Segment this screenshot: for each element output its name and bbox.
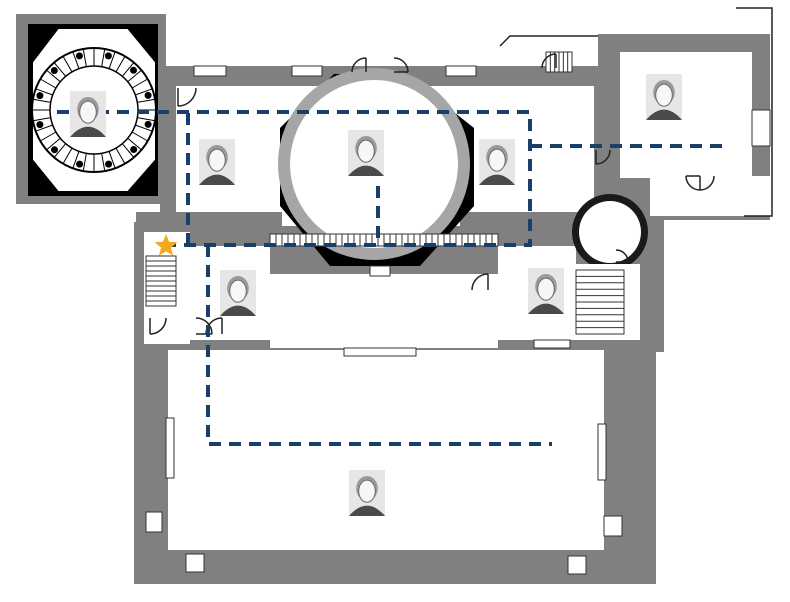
tower-pillar xyxy=(144,120,152,128)
tower-seat-line xyxy=(131,78,148,89)
door-swing-icon xyxy=(149,317,167,335)
tower-seat-line xyxy=(82,153,87,172)
east-wing-strip xyxy=(650,176,770,216)
tower-pillar xyxy=(104,52,112,60)
north-east-steps xyxy=(545,51,573,73)
window-sw-2 xyxy=(185,553,205,573)
tower-pillar xyxy=(76,160,84,168)
tower-seat-line xyxy=(115,147,126,164)
window-east-hall xyxy=(597,423,607,481)
tour-route xyxy=(56,110,730,446)
window-west-hall xyxy=(165,417,175,479)
tower-pillar xyxy=(75,52,83,60)
exhibit-portraits xyxy=(70,74,682,516)
west-staircase xyxy=(145,255,177,307)
tower-seat-line xyxy=(46,137,61,151)
tower-seat-line xyxy=(101,48,106,67)
route-south-branch xyxy=(206,245,552,446)
door-swing-icon xyxy=(393,57,409,73)
tower-pillar xyxy=(130,66,137,74)
window-se-2 xyxy=(567,555,587,575)
window-east-wing xyxy=(751,109,771,147)
portrait-icon[interactable] xyxy=(199,139,235,185)
portrait-icon[interactable] xyxy=(349,470,385,516)
tower-pillar xyxy=(144,91,152,99)
tower-seat-line xyxy=(53,62,67,77)
window-north-2 xyxy=(291,65,323,77)
tower-seat-line xyxy=(62,56,73,73)
tower-seat-line xyxy=(35,88,53,96)
boundary-terrace xyxy=(499,35,598,47)
portrait-icon[interactable] xyxy=(646,74,682,120)
tower-seat-line xyxy=(62,147,73,164)
tower-seat-lines xyxy=(32,48,156,172)
door-swing-icon xyxy=(177,87,197,107)
tower-seat-line xyxy=(101,153,106,172)
window-north-3 xyxy=(445,65,477,77)
window-east-hall-door xyxy=(533,339,571,349)
door-swing-icon xyxy=(615,249,629,263)
tower-seat-line xyxy=(82,48,87,67)
tower-seat-line xyxy=(137,98,156,103)
tower-pillar xyxy=(51,146,58,154)
wall-openings xyxy=(145,65,771,575)
door-swing-icon xyxy=(471,273,489,291)
tower-pillars xyxy=(36,52,152,168)
tower-seat-line xyxy=(35,124,53,132)
door-swing-icon xyxy=(685,175,701,191)
tower-seat-line xyxy=(135,124,153,132)
tower-seat-line xyxy=(40,78,57,89)
doors xyxy=(149,53,715,335)
star-icon[interactable] xyxy=(154,234,178,256)
window-se-1 xyxy=(603,515,623,537)
tower-seat-line xyxy=(135,88,153,96)
tower-seat-line xyxy=(32,117,51,122)
tower-pillar xyxy=(130,146,138,153)
tower-seat-line xyxy=(121,143,135,158)
tower-pillar xyxy=(36,121,44,129)
window-north-1 xyxy=(193,65,227,77)
tower-seat-line xyxy=(72,51,80,69)
route-loop xyxy=(56,110,532,247)
door-swing-icon xyxy=(351,57,367,73)
portrait-icon[interactable] xyxy=(70,91,106,137)
portrait-icon[interactable] xyxy=(528,268,564,314)
portrait-icon[interactable] xyxy=(220,270,256,316)
tower-pillar xyxy=(36,92,44,100)
tower-seat-line xyxy=(115,56,126,73)
middle-corridor-room xyxy=(270,274,498,348)
south-hall xyxy=(168,350,604,550)
door-swing-icon xyxy=(595,149,611,165)
door-swing-icon xyxy=(699,175,715,191)
tower-seat-line xyxy=(127,69,142,83)
tower-seat-line xyxy=(40,131,57,142)
tower-pillar xyxy=(105,160,113,168)
tower-seat-line xyxy=(108,151,116,169)
portrait-icon[interactable] xyxy=(348,130,384,176)
east-staircase xyxy=(575,269,625,335)
window-rotunda-base xyxy=(369,265,391,277)
tower-seat-line xyxy=(121,62,135,77)
tower-seat-line xyxy=(131,131,148,142)
east-tower-floor xyxy=(579,201,641,263)
tower-pillar xyxy=(50,67,58,74)
tower-seat-line xyxy=(32,98,51,103)
east-wing-room xyxy=(620,52,752,178)
window-sw-1 xyxy=(145,511,163,533)
tower-seat-line xyxy=(53,143,67,158)
tower-seat-line xyxy=(137,117,156,122)
portrait-icon[interactable] xyxy=(479,139,515,185)
window-south-hall xyxy=(343,347,417,357)
north-east-boundary xyxy=(499,7,773,217)
tower-lower-lobby xyxy=(74,204,136,222)
tower-seat-line xyxy=(72,151,80,169)
door-swing-icon xyxy=(541,53,557,69)
boundary-line xyxy=(736,7,773,217)
tower-seat-line xyxy=(46,69,61,83)
tower-seat-line xyxy=(127,137,142,151)
tower-seat-line xyxy=(108,51,116,69)
